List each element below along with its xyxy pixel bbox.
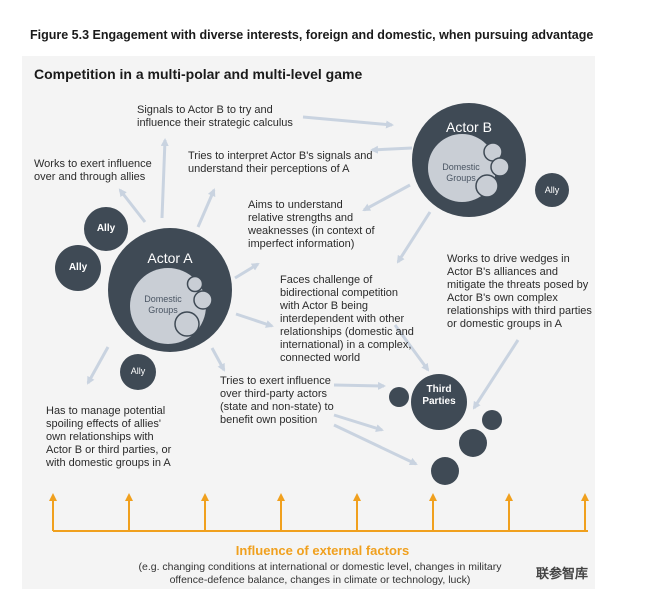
arrow-wedges-to-third: [472, 339, 520, 410]
ally-a-label-2: Ally: [68, 262, 88, 273]
panel-title: Competition in a multi-polar and multi-l…: [34, 66, 363, 82]
arrow-b-to-interpret: [370, 145, 413, 154]
domestic-groups-b-bubble-2: [490, 157, 510, 177]
domestic-groups-a-bubble-1: [186, 275, 204, 293]
label-signals: Signals to Actor B to try and influence …: [137, 104, 293, 129]
arrow-label-to-third-2: [333, 413, 384, 433]
arrow-signals-to-b: [302, 115, 394, 129]
arrow-a-to-signals: [160, 138, 169, 219]
arrow-a-to-third-party-label: [210, 347, 226, 372]
domestic-groups-a-label: Domestic Groups: [144, 294, 182, 315]
actor-a-label: Actor A: [147, 250, 193, 266]
watermark-text: 联参智库: [536, 567, 589, 582]
arrow-a-to-spoiling: [86, 346, 110, 385]
third-parties-circle: [411, 374, 467, 430]
domestic-groups-a-bubble-3: [174, 311, 200, 337]
actor-b-label: Actor B: [446, 119, 492, 135]
arrow-b-to-aims: [362, 183, 411, 212]
label-interpret: Tries to interpret Actor B's signals and…: [188, 150, 373, 175]
label-spoiling: Has to manage potential spoiling effects…: [46, 405, 172, 469]
third-party-circle-small-2: [482, 410, 502, 430]
domestic-groups-b-label: Domestic Groups: [442, 162, 480, 183]
ally-a-circle-2: [55, 245, 101, 291]
third-parties-label: Third Parties: [422, 384, 456, 407]
ally-a-label-1: Ally: [96, 223, 116, 234]
label-aims: Aims to understand relative strengths an…: [248, 199, 375, 250]
external-factors-subtitle: (e.g. changing conditions at internation…: [138, 561, 502, 586]
external-factors-title: Influence of external factors: [235, 543, 410, 558]
ally-b-circle: [535, 173, 569, 207]
arrow-a-to-allies-label: [118, 188, 147, 223]
arrow-label-to-third-1: [333, 381, 386, 390]
arrow-b-to-challenge: [396, 211, 432, 264]
third-party-circle-small-1: [389, 387, 409, 407]
label-challenge: Faces challenge of bidirectional competi…: [280, 274, 414, 364]
third-party-circle-small-4: [431, 457, 459, 485]
figure-title: Figure 5.3 Engagement with diverse inter…: [30, 28, 594, 42]
ally-a-circle-1: [84, 207, 128, 251]
arrow-a-to-aims: [234, 262, 260, 280]
external-factors-bracket: [49, 493, 589, 532]
ally-b-label: Ally: [544, 185, 560, 195]
domestic-groups-a-bubble-2: [193, 290, 213, 310]
ally-a-circle-3: [120, 354, 156, 390]
arrow-challenge-to-third: [393, 324, 430, 372]
ally-a-label-3: Ally: [130, 366, 146, 376]
arrow-a-to-interpret: [196, 188, 216, 228]
label-third-party: Tries to exert influence over third-part…: [220, 375, 334, 426]
domestic-groups-b-bubble-3: [475, 174, 499, 198]
third-party-circle-small-3: [459, 429, 487, 457]
label-wedges: Works to drive wedges in Actor B's allia…: [447, 253, 592, 330]
arrow-a-to-challenge: [235, 312, 274, 328]
arrow-label-to-third-3: [333, 423, 418, 466]
label-allies: Works to exert influence over and throug…: [34, 158, 152, 183]
